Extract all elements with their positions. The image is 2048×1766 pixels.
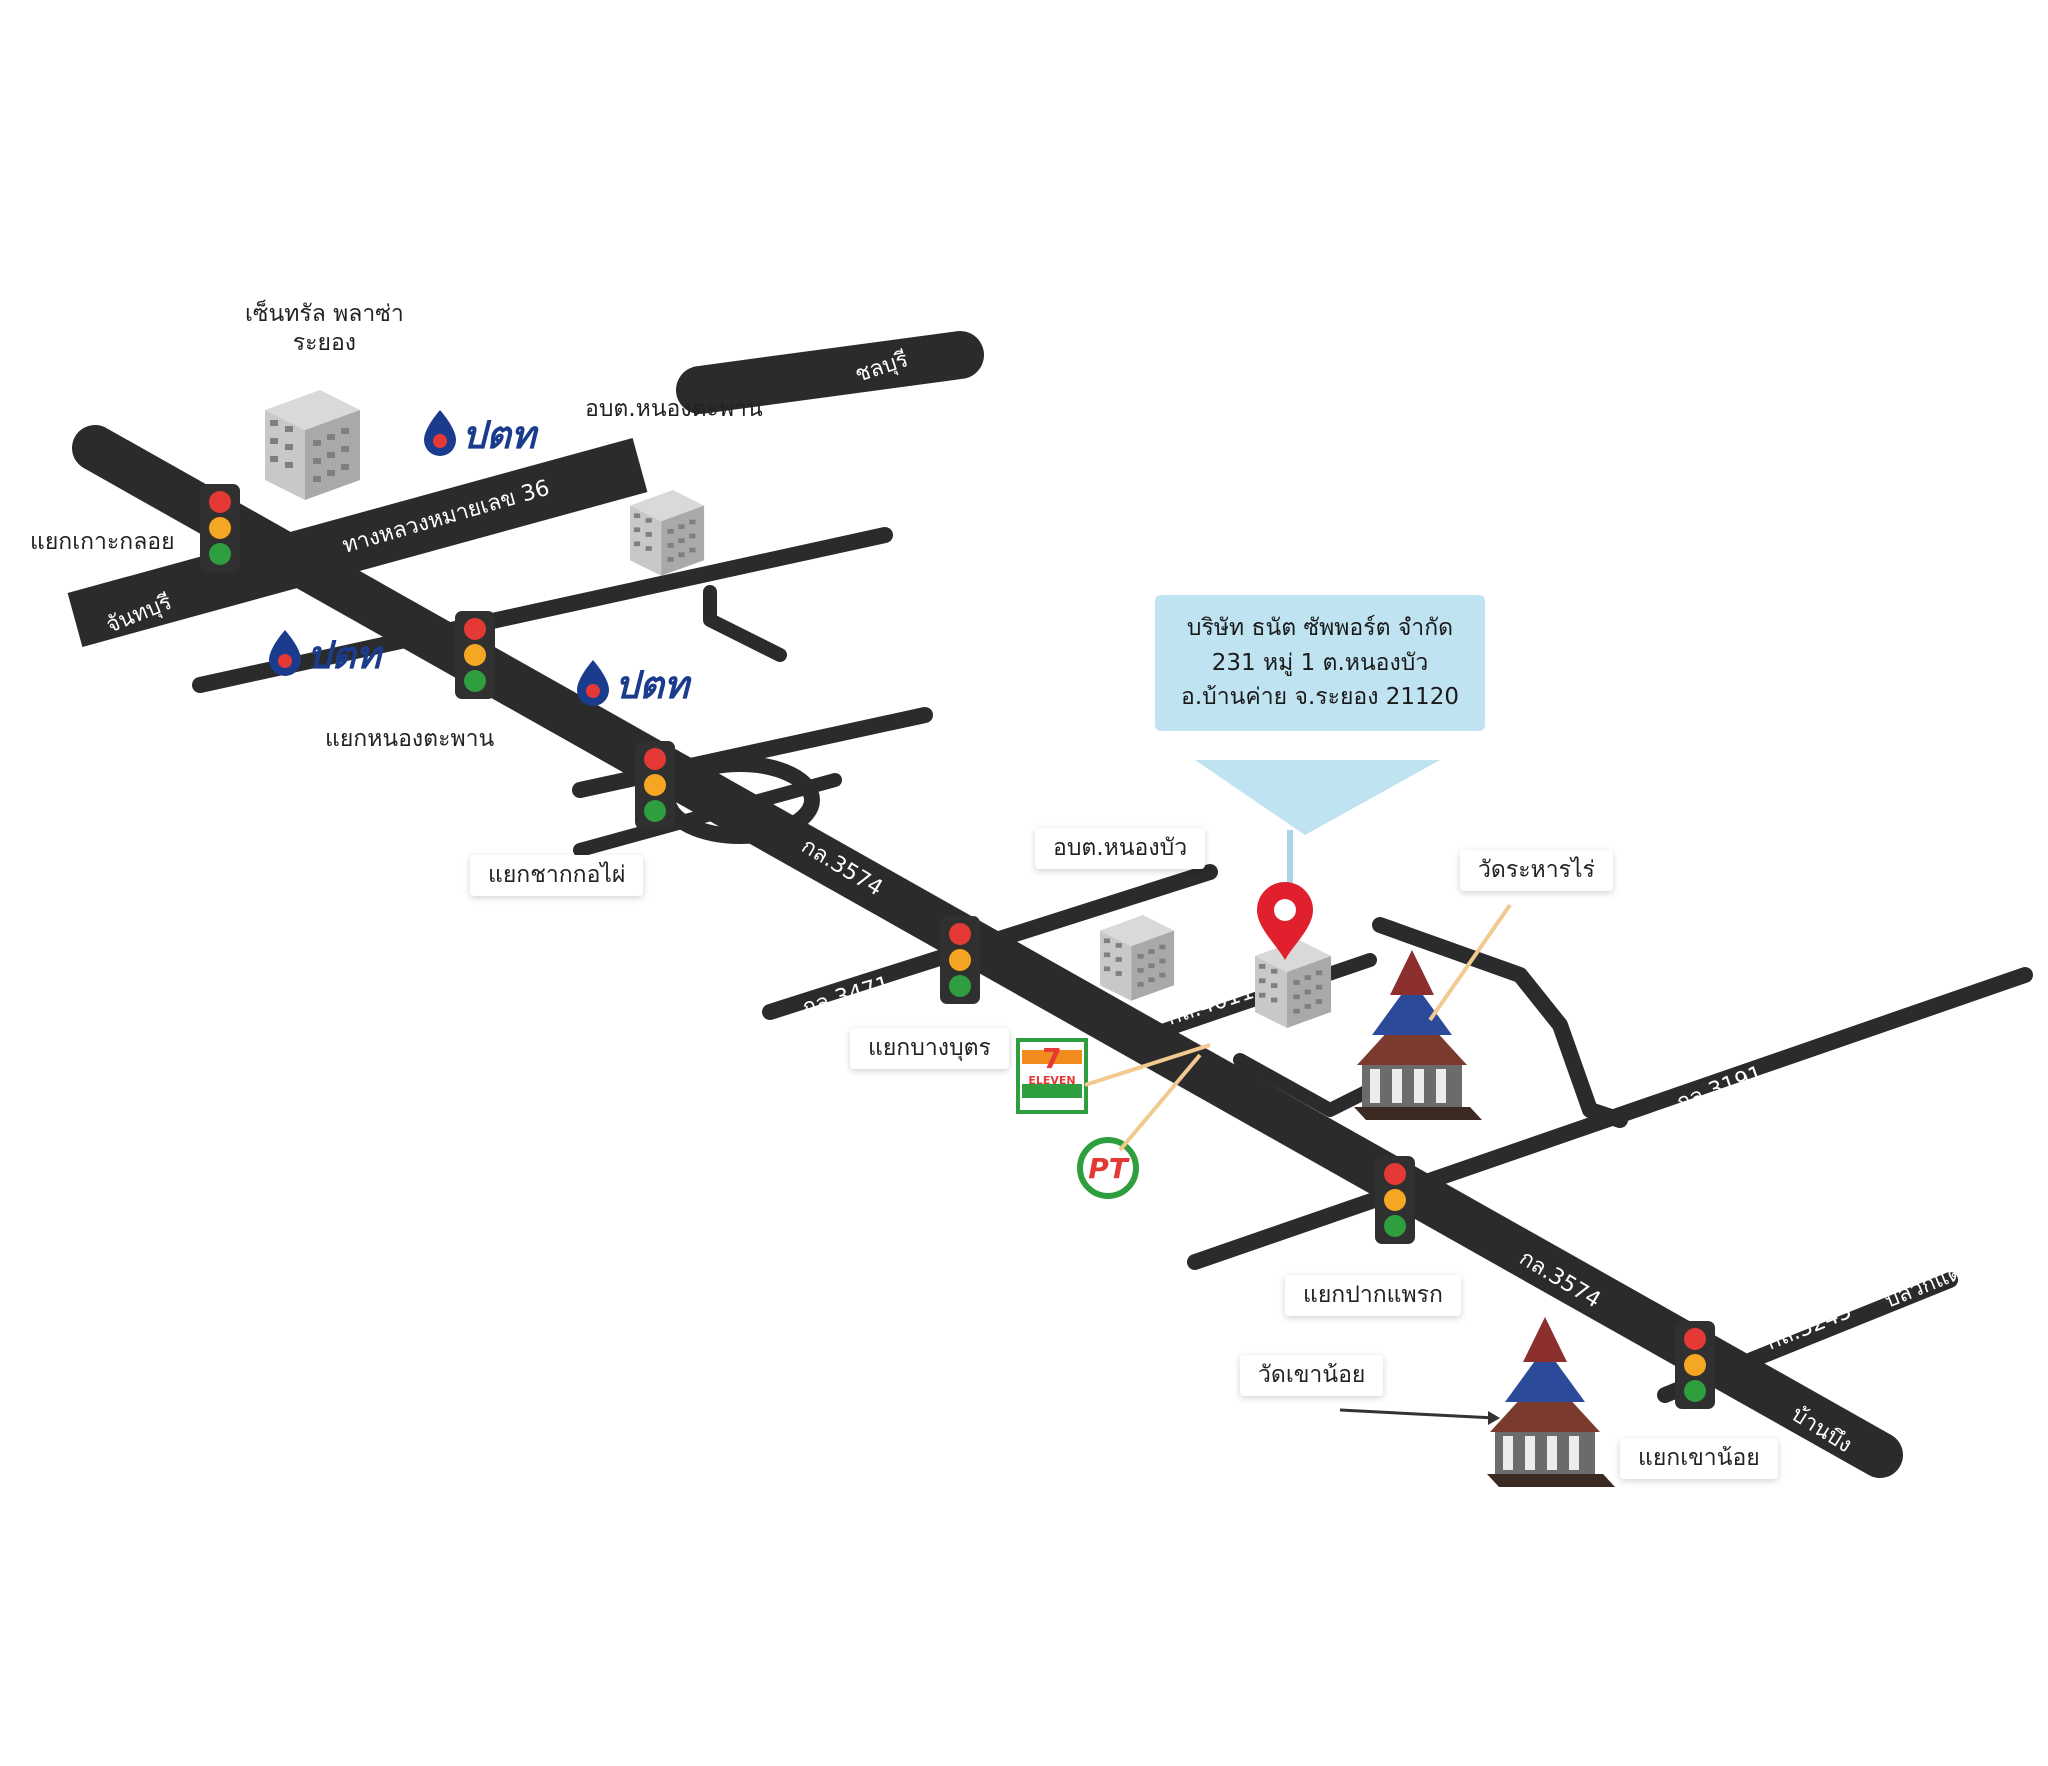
pt-logo-icon: PT xyxy=(1077,1137,1139,1199)
road-network xyxy=(67,331,2033,1478)
location-pin-icon xyxy=(1257,882,1313,960)
traffic-light-icon xyxy=(1675,1321,1715,1409)
traffic-light-icon xyxy=(635,741,675,829)
svg-text:ปตท: ปตท xyxy=(462,413,539,457)
road-label-3191: กล.3191 xyxy=(1674,1061,1767,1115)
intersection-chak-ko-phai: แยกชากกอไผ่ xyxy=(470,855,644,896)
svg-text:PT: PT xyxy=(1088,1152,1130,1185)
intersection-bang-but: แยกบางบุตร xyxy=(850,1028,1009,1069)
arrow-wat-khao-noi xyxy=(1339,1408,1496,1420)
place-central-plaza: เซ็นทรัล พลาซ่า ระยอง xyxy=(245,301,404,356)
traffic-light-icon xyxy=(200,484,240,572)
traffic-light-icon xyxy=(1375,1156,1415,1244)
place-obt-nong-bua: อบต.หนองบัว xyxy=(1035,828,1206,869)
road-label-3245: กล.3245 xyxy=(1763,1299,1856,1356)
ptt-logo-icon: ปตท xyxy=(577,660,692,707)
svg-text:7: 7 xyxy=(1042,1042,1061,1075)
building-icon xyxy=(630,490,705,576)
road-nong-taphan-branch xyxy=(703,585,787,662)
svg-text:ELEVEN: ELEVEN xyxy=(1028,1074,1075,1087)
intersection-nong-taphan: แยกหนองตะพาน xyxy=(325,726,495,752)
road-chonburi xyxy=(676,331,984,414)
intersection-khao-noi: แยกเขาน้อย xyxy=(1620,1438,1778,1479)
road-main-3574 xyxy=(72,425,1903,1478)
road-label-4011: กล.4011 xyxy=(1164,979,1257,1031)
building-icon xyxy=(265,390,360,500)
traffic-light-icon xyxy=(455,611,495,699)
pointer-lines xyxy=(1084,903,1512,1152)
svg-text:ปตท: ปตท xyxy=(307,633,384,677)
road-nong-taphan xyxy=(192,527,893,693)
road-label-3471: กล.3471 xyxy=(800,972,893,1021)
road-chak-ko-phai-b xyxy=(573,773,842,857)
intersection-pak-phraek: แยกปากแพรก xyxy=(1285,1275,1461,1316)
building-icon xyxy=(1100,915,1175,1001)
seven-eleven-logo-icon: 7 ELEVEN xyxy=(1016,1038,1088,1114)
road-3191 xyxy=(1187,967,2033,1270)
destination-address-2: อ.บ้านค่าย จ.ระยอง 21120 xyxy=(1181,684,1459,710)
destination-address-1: 231 หมู่ 1 ต.หนองบัว xyxy=(1211,649,1429,676)
place-obt-nong-taphan: อบต.หนองตะพาน xyxy=(585,396,763,422)
destination-callout: บริษัท ธนัต ซัพพอร์ต จำกัด 231 หมู่ 1 ต.… xyxy=(1155,595,1485,731)
traffic-light-icon xyxy=(940,916,980,1004)
temple-icon xyxy=(1487,1317,1615,1487)
destination-company: บริษัท ธนัต ซัพพอร์ต จำกัด xyxy=(1186,615,1454,641)
road-label-pluak-daeng: ปลวกแดง xyxy=(1881,1256,1976,1314)
callout-pointer xyxy=(1195,760,1440,835)
intersection-ko-kloi: แยกเกาะกลอย xyxy=(30,529,175,555)
svg-text:ปตท: ปตท xyxy=(615,663,692,707)
ptt-logo-icon: ปตท xyxy=(424,410,539,457)
ptt-logo-icon: ปตท xyxy=(269,630,384,677)
road-3471 xyxy=(762,864,1218,1020)
place-wat-rahan-rai: วัดระหารไร่ xyxy=(1460,850,1613,891)
building-icon xyxy=(1255,940,1331,1028)
road-hw36 xyxy=(67,437,648,648)
place-wat-khao-noi: วัดเขาน้อย xyxy=(1240,1355,1384,1396)
